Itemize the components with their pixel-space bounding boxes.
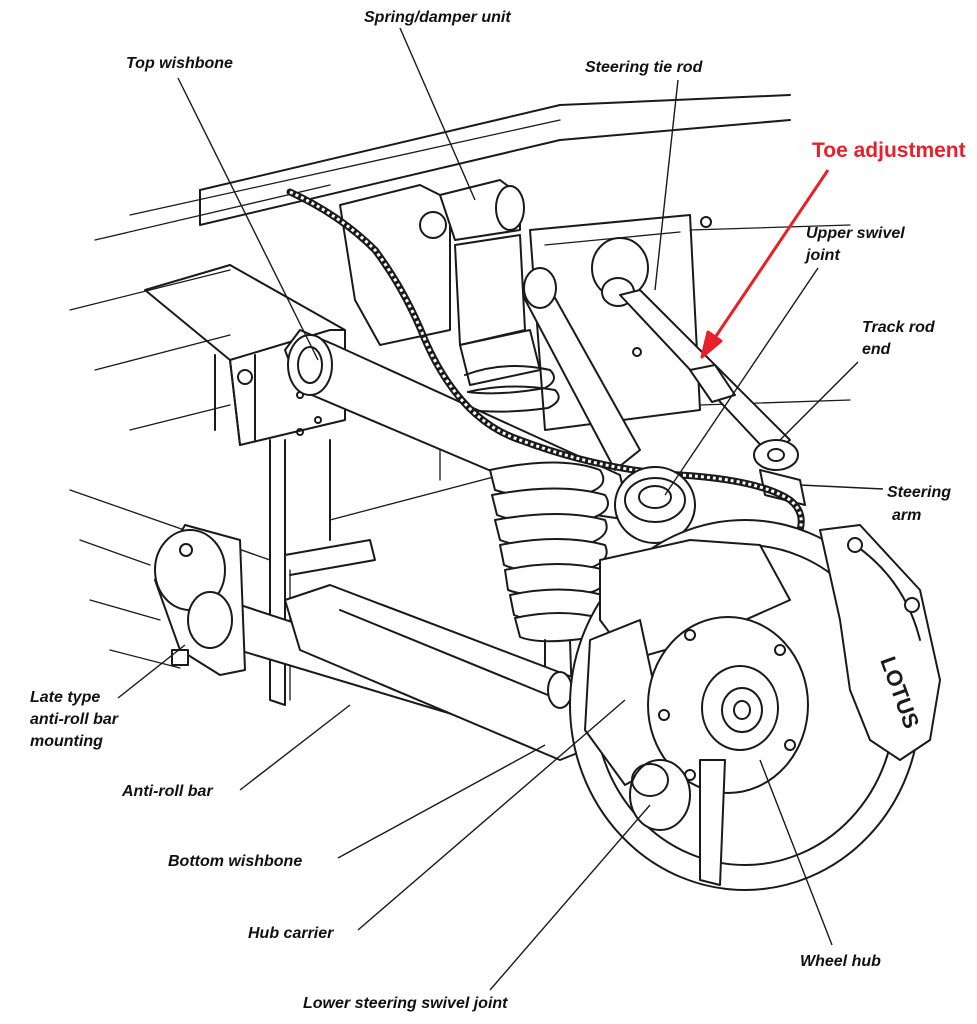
leader-bottom-wishbone — [337, 744, 546, 859]
label-spring-damper-unit: Spring/damper unit — [364, 9, 511, 26]
leader-spring-damper — [399, 27, 476, 201]
label-track-rod-end-2: end — [862, 341, 892, 358]
label-steering-tie-rod: Steering tie rod — [585, 59, 704, 76]
lower-swivel-joint — [629, 759, 691, 831]
steering-tie-rod — [591, 237, 806, 506]
bottom-wishbone — [284, 584, 611, 761]
wheel-hub — [647, 616, 809, 794]
toe-adjustment-arrow — [700, 169, 830, 359]
label-late-type-1: Late type — [30, 689, 100, 706]
label-toe-adjustment: Toe adjustment — [812, 139, 966, 162]
label-lower-steering-swivel-joint: Lower steering swivel joint — [303, 995, 508, 1012]
leader-track-rod-end — [779, 361, 859, 441]
label-bottom-wishbone: Bottom wishbone — [168, 853, 302, 870]
leader-lower-swivel — [489, 804, 651, 991]
leader-steering-tie-rod — [654, 79, 679, 291]
label-top-wishbone: Top wishbone — [126, 55, 233, 72]
label-anti-roll-bar: Anti-roll bar — [121, 783, 213, 800]
label-upper-swivel-joint-2: joint — [804, 247, 840, 264]
label-wheel-hub: Wheel hub — [800, 953, 881, 970]
spring-damper-unit — [339, 179, 609, 701]
brake-caliper: LOTUS — [819, 524, 941, 761]
leader-steering-arm — [799, 484, 884, 490]
label-hub-carrier: Hub carrier — [248, 925, 334, 942]
label-steering-arm-1: Steering — [887, 484, 951, 501]
label-upper-swivel-joint-1: Upper swivel — [806, 225, 905, 242]
brake-assembly: LOTUS — [569, 519, 941, 891]
leader-wheel-hub — [759, 759, 833, 946]
label-late-type-3: mounting — [30, 733, 103, 750]
label-track-rod-end-1: Track rod — [862, 319, 936, 336]
leader-hub-carrier — [357, 699, 626, 931]
label-late-type-2: anti-roll bar — [30, 711, 119, 728]
leader-top-wishbone — [177, 77, 319, 361]
brake-hose — [286, 188, 805, 534]
labels: Spring/damper unit Top wishbone Steering… — [30, 9, 966, 1012]
label-steering-arm-2: arm — [892, 507, 921, 524]
leader-late-type — [117, 644, 186, 699]
upper-swivel-joint — [614, 466, 696, 544]
leader-lines — [117, 27, 884, 991]
leader-anti-roll-bar — [239, 704, 351, 791]
leader-upper-swivel — [664, 267, 819, 496]
